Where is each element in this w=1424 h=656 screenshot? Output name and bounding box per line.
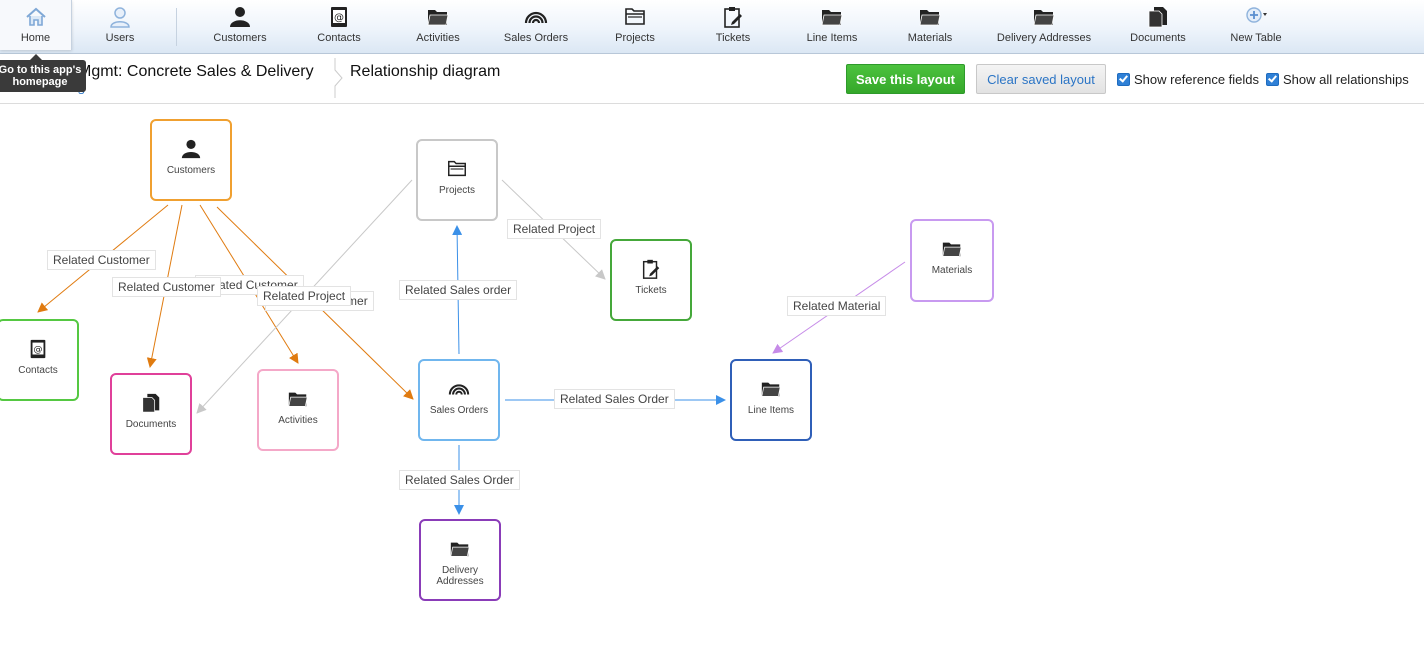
toolbar-divider	[176, 8, 177, 46]
documents-icon	[1148, 7, 1167, 28]
node-delivery-addresses[interactable]: Delivery Addresses	[419, 519, 501, 601]
node-line-items[interactable]: Line Items	[730, 359, 812, 441]
address-book-icon: @	[30, 339, 46, 359]
node-materials[interactable]: Materials	[910, 219, 994, 302]
folders-icon	[448, 160, 466, 177]
toolbar-documents[interactable]: Documents	[1118, 0, 1198, 50]
toolbar-line-items[interactable]: Line Items	[792, 0, 872, 50]
node-label: Line Items	[747, 405, 795, 416]
documents-icon	[142, 393, 160, 413]
node-label: Customers	[166, 165, 216, 176]
save-layout-button[interactable]: Save this layout	[846, 64, 965, 94]
folder-icon	[942, 242, 962, 257]
folder-icon	[761, 382, 781, 397]
page-title: Relationship diagram	[350, 63, 501, 80]
app-title: Mgmt: Concrete Sales & Delivery	[78, 63, 314, 80]
node-contacts[interactable]: @ Contacts	[0, 319, 79, 401]
node-label: Contacts	[18, 365, 58, 376]
edge-label: Related Customer	[112, 277, 221, 297]
folder-icon	[1033, 10, 1055, 26]
toolbar-label: Home	[20, 32, 51, 44]
toolbar-contacts[interactable]: @ Contacts	[300, 0, 378, 50]
checkbox-label: Show all relationships	[1283, 71, 1409, 87]
checkbox-checked-icon[interactable]	[1117, 72, 1130, 86]
toolbar-label: Line Items	[806, 32, 858, 44]
toolbar-label: Projects	[615, 32, 655, 44]
home-tooltip: Go to this app's homepage	[0, 54, 86, 92]
edge-label: Related Sales Order	[399, 470, 520, 490]
node-label: Materials	[931, 265, 973, 276]
edge-label: Related Project	[257, 286, 352, 306]
node-label: Delivery Addresses	[436, 565, 484, 587]
node-tickets[interactable]: Tickets	[610, 239, 692, 321]
folder-icon	[450, 542, 470, 557]
toolbar-label: Materials	[907, 32, 953, 44]
node-documents[interactable]: Documents	[110, 373, 192, 455]
rainbow-icon	[448, 384, 470, 395]
node-projects[interactable]: Projects	[416, 139, 498, 221]
toolbar-label: Users	[105, 32, 135, 44]
toolbar-label: Customers	[213, 32, 267, 44]
toolbar-sales-orders[interactable]: Sales Orders	[496, 0, 576, 50]
node-label: Sales Orders	[429, 405, 489, 416]
show-reference-fields-checkbox[interactable]: Show reference fields	[1117, 71, 1260, 87]
edge-label: Related Project	[507, 219, 602, 239]
checkbox-checked-icon[interactable]	[1266, 72, 1279, 86]
toolbar-home[interactable]: Home	[0, 0, 72, 50]
toolbar-users[interactable]: Users	[80, 0, 160, 50]
toolbar-label: Activities	[416, 32, 460, 44]
toolbar-label: Delivery Addresses	[996, 32, 1092, 44]
checkbox-label: Show reference fields	[1134, 71, 1260, 87]
node-activities[interactable]: Activities	[257, 369, 339, 451]
node-label: Documents	[125, 419, 177, 430]
clipboard-icon	[724, 7, 742, 28]
toolbar-label: Contacts	[317, 32, 361, 44]
node-sales-orders[interactable]: Sales Orders	[418, 359, 500, 441]
node-label: Activities	[278, 415, 318, 426]
folder-icon	[821, 10, 843, 26]
toolbar-label: Sales Orders	[503, 32, 569, 44]
folders-icon	[625, 8, 645, 25]
folder-icon	[427, 10, 449, 26]
toolbar-activities[interactable]: Activities	[398, 0, 478, 50]
toolbar-label: Tickets	[715, 32, 751, 44]
node-customers[interactable]: Customers	[150, 119, 232, 201]
header-divider	[0, 103, 1424, 104]
user-outline-icon	[110, 7, 130, 28]
folder-icon	[919, 10, 941, 26]
address-book-icon: @	[331, 7, 347, 27]
rainbow-icon	[524, 11, 548, 24]
toolbar-delivery-addresses[interactable]: Delivery Addresses	[990, 0, 1098, 50]
edge-label: Related Sales order	[399, 280, 518, 300]
clear-saved-layout-button[interactable]: Clear saved layout	[976, 64, 1106, 94]
node-label: Tickets	[635, 285, 667, 296]
home-icon	[25, 7, 46, 26]
edge-label: Related Material	[787, 296, 887, 316]
edge-label: Related Customer	[47, 250, 156, 270]
edge-label: Related Sales Order	[554, 389, 675, 409]
toolbar-materials[interactable]: Materials	[890, 0, 970, 50]
svg-text:@: @	[334, 13, 344, 24]
svg-text:@: @	[33, 344, 42, 355]
top-toolbar: Home Users Customers @ Contacts Activiti…	[0, 0, 1424, 54]
node-label: Projects	[438, 185, 476, 196]
toolbar-label: New Table	[1230, 32, 1282, 44]
person-icon	[230, 7, 250, 27]
toolbar-label: Documents	[1130, 32, 1186, 44]
toolbar-customers[interactable]: Customers	[200, 0, 280, 50]
toolbar-projects[interactable]: Projects	[595, 0, 675, 50]
toolbar-tickets[interactable]: Tickets	[693, 0, 773, 50]
breadcrumb-separator-icon	[334, 58, 343, 98]
folder-icon	[288, 392, 308, 407]
clipboard-icon	[642, 259, 660, 279]
toolbar-new-table[interactable]: New Table	[1216, 0, 1296, 50]
plus-circle-icon	[1246, 7, 1267, 23]
show-all-relationships-checkbox[interactable]: Show all relationships	[1266, 71, 1409, 87]
person-icon	[181, 139, 201, 159]
